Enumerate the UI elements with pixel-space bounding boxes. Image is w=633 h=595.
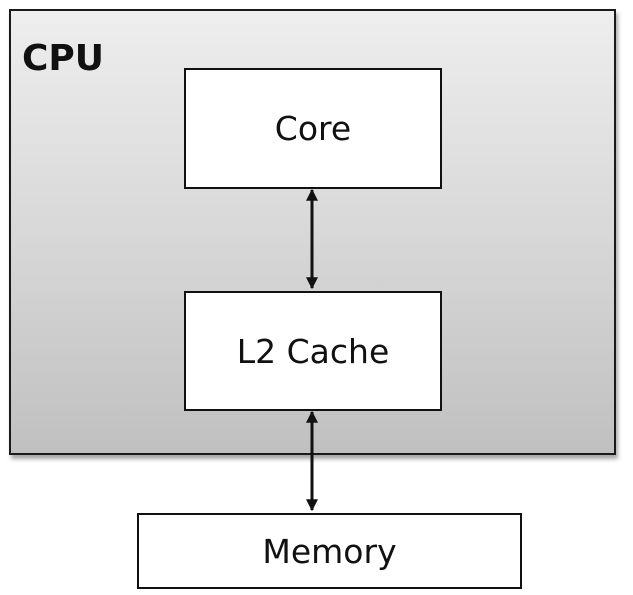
memory-box: Memory bbox=[137, 513, 522, 589]
core-label: Core bbox=[274, 109, 352, 148]
core-box: Core bbox=[184, 68, 442, 189]
memory-label: Memory bbox=[262, 531, 397, 571]
l2-cache-label: L2 Cache bbox=[236, 331, 390, 371]
l2-cache-box: L2 Cache bbox=[184, 291, 442, 411]
cpu-label: CPU bbox=[22, 38, 105, 79]
